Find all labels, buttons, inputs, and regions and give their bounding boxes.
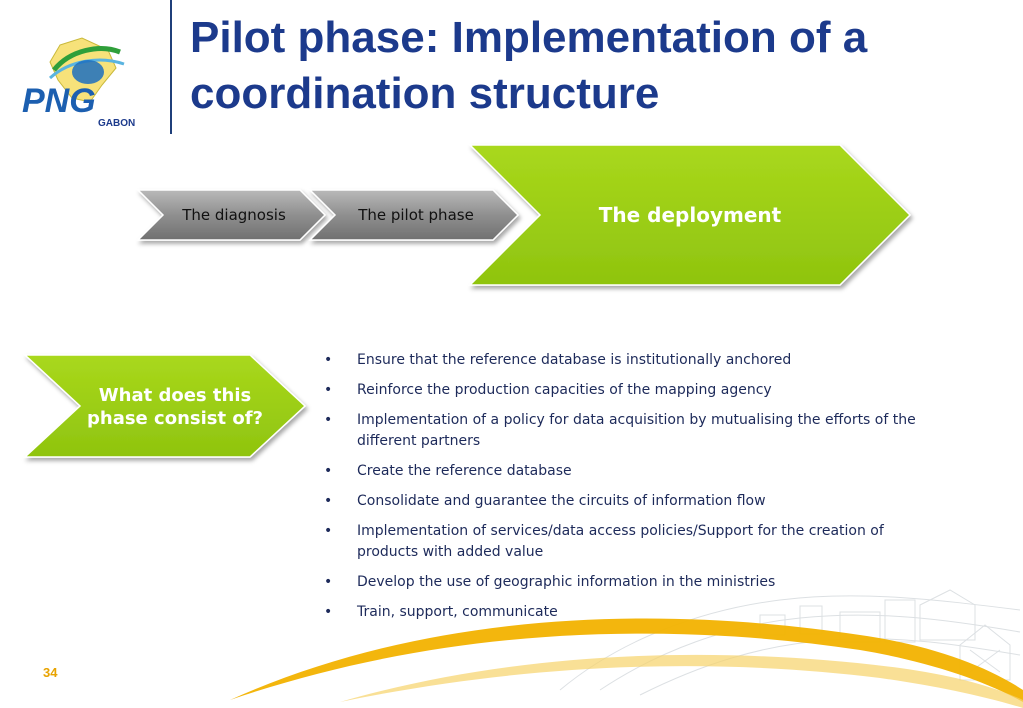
svg-text:PNG: PNG <box>22 82 96 120</box>
step-pilot-shape <box>308 189 520 241</box>
bullet-item: Implementation of a policy for data acqu… <box>322 410 937 452</box>
step-diagnosis-shape <box>136 189 327 241</box>
bullet-item: Consolidate and guarantee the circuits o… <box>322 491 937 512</box>
page-title: Pilot phase: Implementation of a coordin… <box>190 13 868 118</box>
bullet-item: Ensure that the reference database is in… <box>322 350 937 371</box>
bullet-item: Develop the use of geographic informatio… <box>322 572 937 593</box>
question-label: What does this phase consist of? <box>87 385 263 429</box>
question-shape <box>23 354 307 458</box>
orange-swoosh <box>230 618 1023 702</box>
step-diagnosis: The diagnosis <box>182 206 286 224</box>
svg-text:GABON: GABON <box>98 118 135 129</box>
bullet-list: Ensure that the reference database is in… <box>322 350 937 632</box>
bullet-item: Reinforce the production capacities of t… <box>322 380 937 401</box>
bullet-item: Create the reference database <box>322 461 937 482</box>
png-gabon-logo: PNG GABON <box>22 37 135 129</box>
bullet-item: Implementation of services/data access p… <box>322 521 937 563</box>
step-pilot-phase: The pilot phase <box>358 206 474 224</box>
page-number: 34 <box>43 665 58 680</box>
step-deployment: The deployment <box>598 203 782 227</box>
step-deployment-shape <box>468 144 912 286</box>
header-divider <box>170 0 172 134</box>
bullet-item: Train, support, communicate <box>322 602 937 623</box>
